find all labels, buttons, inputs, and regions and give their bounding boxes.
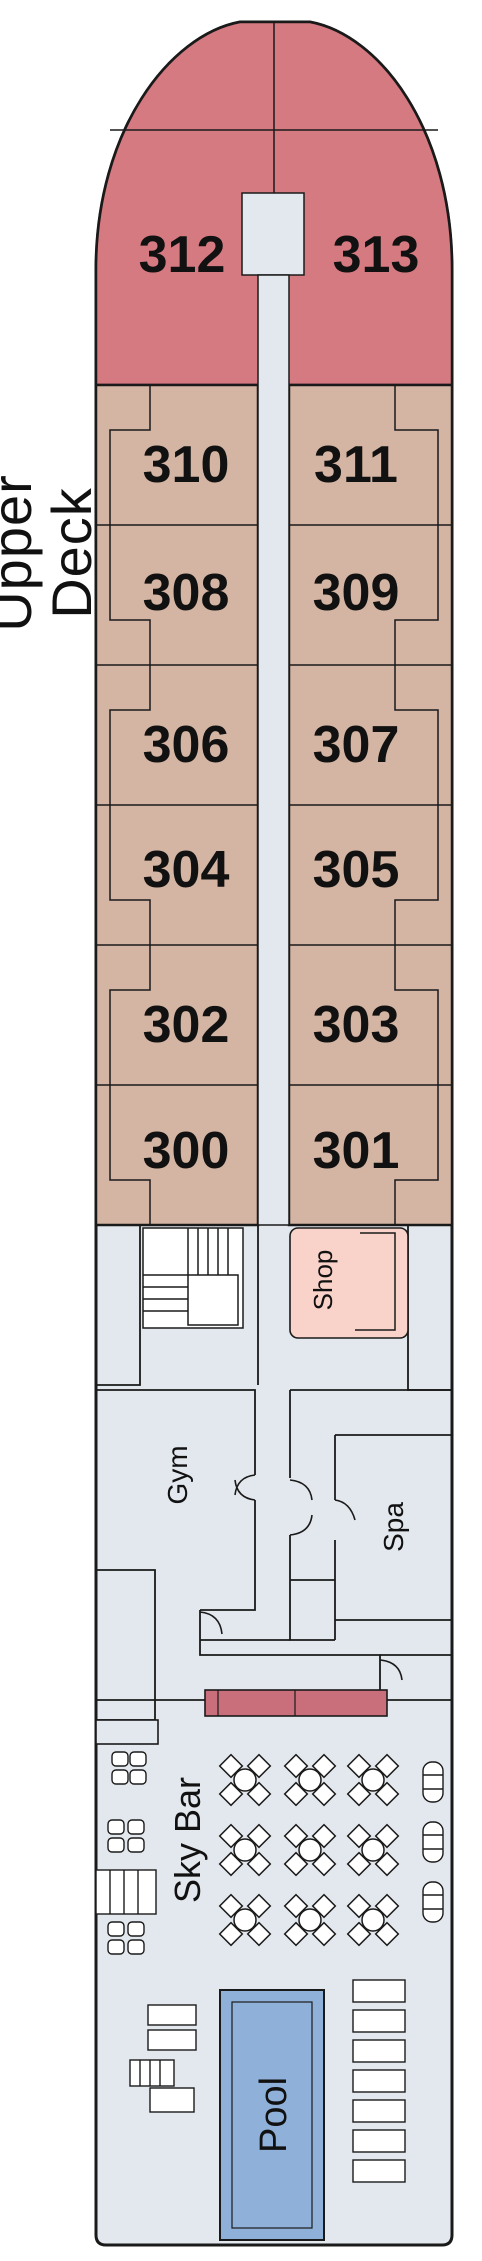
port-seating [95, 1751, 197, 2113]
cabin-308: 308 [143, 564, 230, 622]
bar-counter [204, 1689, 388, 1717]
spa-label: Spa [378, 1502, 409, 1552]
sky-bar-label: Sky Bar [167, 1777, 208, 1903]
cabin-300: 300 [143, 1122, 230, 1180]
shop-label: Shop [308, 1250, 338, 1311]
gym-label: Gym [162, 1445, 193, 1504]
cabin-303: 303 [313, 996, 400, 1054]
cabin-306: 306 [143, 716, 230, 774]
pool-basin [231, 2001, 313, 2229]
starboard-loungers [352, 1761, 444, 2183]
midship-staircase [142, 1227, 244, 1329]
cabin-312: 312 [139, 226, 226, 284]
cabin-301: 301 [313, 1122, 400, 1180]
cabin-313: 313 [333, 226, 420, 284]
cabin-309: 309 [313, 564, 400, 622]
shop-area [289, 1227, 409, 1339]
cabin-307: 307 [313, 716, 400, 774]
cabin-311: 311 [314, 436, 398, 494]
cabin-302: 302 [143, 996, 230, 1054]
sky-bar-tables [218, 1753, 400, 1947]
cabin-305: 305 [313, 841, 400, 899]
corridor [257, 274, 290, 1226]
cabin-304: 304 [143, 841, 230, 899]
bow-stairwell [241, 192, 305, 276]
cabin-310: 310 [143, 436, 230, 494]
pool-label: Pool [253, 2077, 295, 2153]
